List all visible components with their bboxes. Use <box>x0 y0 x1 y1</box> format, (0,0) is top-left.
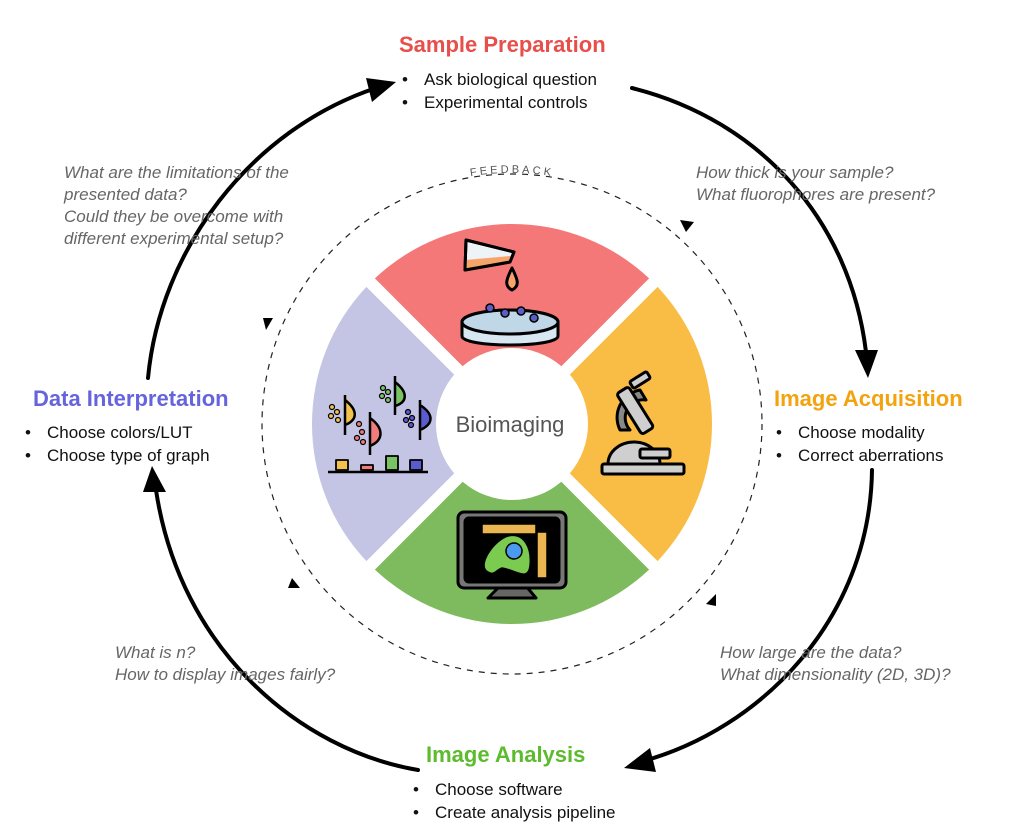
questions-interpretation-to-prep: What are the limitations of the presente… <box>64 162 289 250</box>
image-analysis-bullets: Choose software Create analysis pipeline <box>409 778 616 824</box>
feedback-arrowhead-top-right <box>680 220 694 232</box>
bullet-item: Choose modality <box>772 421 944 444</box>
wedge-data-interpretation <box>311 286 455 562</box>
bullet-item: Ask biological question <box>398 68 597 91</box>
question-line: different experimental setup? <box>64 229 284 248</box>
bullet-item: Create analysis pipeline <box>409 801 616 824</box>
microscope-icon <box>600 370 686 476</box>
arrow-prep-to-acquisition <box>630 86 868 354</box>
question-line: What dimensionality (2D, 3D)? <box>720 665 951 684</box>
questions-analysis-to-interpretation: What is n? How to display images fairly? <box>115 642 335 686</box>
question-line: How to display images fairly? <box>115 665 336 684</box>
bullet-item: Choose software <box>409 778 616 801</box>
feedback-arrowheads <box>263 220 716 606</box>
arrowhead-analysis <box>624 748 656 772</box>
bullet-item: Correct aberrations <box>772 444 944 467</box>
data-interpretation-title: Data Interpretation <box>33 386 229 411</box>
outer-cycle-arrows <box>146 86 874 772</box>
feedback-arrowhead-bottom-right <box>706 594 716 606</box>
center-label: Bioimaging <box>456 412 565 437</box>
center-circle <box>446 358 578 490</box>
sample-preparation-bullets: Ask biological question Experimental con… <box>398 68 597 114</box>
question-line: What are the limitations of the <box>64 163 289 182</box>
feedback-arrowhead-left <box>263 318 273 330</box>
monitor-cell-icon <box>456 510 568 600</box>
feedback-arrowhead-bottom-left <box>288 578 300 588</box>
arrowhead-acquisition <box>855 350 878 378</box>
bullet-item: Experimental controls <box>398 91 597 114</box>
question-line: What is n? <box>115 643 196 662</box>
wedge-sample-preparation <box>374 223 650 367</box>
arrow-analysis-to-interpretation <box>154 488 420 772</box>
feedback-label: FEEDBACK <box>469 164 555 179</box>
sample-preparation-title: Sample Preparation <box>399 32 606 57</box>
arrowhead-interpretation <box>143 466 166 492</box>
image-analysis-title: Image Analysis <box>426 742 586 767</box>
data-interpretation-bullets: Choose colors/LUT Choose type of graph <box>21 421 210 467</box>
question-line: How thick is your sample? <box>696 163 894 182</box>
question-line: How large are the data? <box>720 643 902 662</box>
bullet-item: Choose type of graph <box>21 444 210 467</box>
flask-petri-dish-icon <box>460 238 560 347</box>
arrow-acquisition-to-analysis <box>638 468 874 764</box>
arrow-interpretation-to-prep <box>146 86 378 380</box>
question-line: Could they be overcome with <box>64 207 284 226</box>
questions-prep-to-acquisition: How thick is your sample? What fluoropho… <box>696 162 935 206</box>
feedback-dashed-circle <box>261 173 763 675</box>
image-acquisition-bullets: Choose modality Correct aberrations <box>772 421 944 467</box>
outer-arrowheads <box>143 78 878 772</box>
questions-acquisition-to-analysis: How large are the data? What dimensional… <box>720 642 951 686</box>
question-line: What fluorophores are present? <box>696 185 936 204</box>
bullet-item: Choose colors/LUT <box>21 421 210 444</box>
distribution-chart-icon <box>327 376 432 474</box>
arrowhead-prep <box>366 78 396 102</box>
image-acquisition-title: Image Acquisition <box>774 386 963 411</box>
question-line: presented data? <box>64 185 187 204</box>
